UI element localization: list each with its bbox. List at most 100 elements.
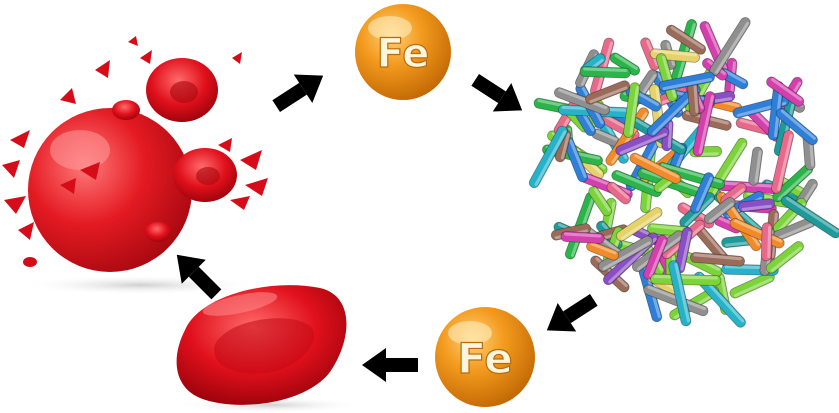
hemolysis-shadow <box>20 275 260 295</box>
small-blood-cell-dimple <box>196 167 220 185</box>
ferritin-helix-highlight <box>776 222 814 240</box>
iron-sphere-top-label: Fe <box>377 31 430 77</box>
ferritin-helix <box>690 172 715 214</box>
ferritin-helix-highlight <box>649 239 667 278</box>
ferritin-helix-highlight <box>780 109 816 140</box>
ferritin-helix-highlight <box>724 241 751 247</box>
ferritin-helix-highlight <box>680 231 692 271</box>
ferritin-helix <box>771 130 794 194</box>
ferritin-helix <box>738 198 775 213</box>
ferritin-helix-highlight <box>720 181 783 189</box>
ferritin-helix-highlight <box>809 136 815 167</box>
red-blood-cell-highlight <box>202 292 278 316</box>
ferritin-helix-highlight <box>674 263 691 323</box>
ferritin-helix <box>668 260 692 327</box>
ferritin-helix-highlight <box>693 84 699 113</box>
ferritin-helix-highlight <box>619 132 667 155</box>
ferritin-helix-highlight <box>611 183 630 199</box>
ferritin-helix-highlight <box>608 237 657 284</box>
ferritin-helix-highlight <box>741 204 772 211</box>
ferritin-helix <box>586 240 620 261</box>
iron-sphere-top: Fe <box>355 4 451 100</box>
ferritin-helix <box>766 76 805 107</box>
ferritin-helix-highlight <box>708 202 734 223</box>
ferritin-helix-highlight <box>615 171 660 192</box>
ferritin-helix-highlight <box>569 139 587 178</box>
ferritin-helix <box>585 80 631 105</box>
ferritin-helix-highlight <box>723 69 747 84</box>
ferritin-helix-highlight <box>607 201 616 231</box>
ferritin-helix-highlight <box>653 274 719 280</box>
ferritin-helix-highlight <box>777 169 812 201</box>
ferritin-helix <box>528 125 568 189</box>
ferritin-helix-highlight <box>558 88 608 110</box>
ferritin-helix <box>775 107 818 146</box>
ferritin-helix <box>693 271 746 328</box>
ferritin-helix-highlight <box>754 150 762 183</box>
ferritin-helix-highlight <box>620 212 661 240</box>
ferritin-helix-highlight <box>684 197 714 227</box>
ferritin-helix <box>703 197 736 225</box>
ferritin-helix-highlight <box>696 176 713 212</box>
ferritin-helix-highlight <box>590 242 617 255</box>
ferritin-helix-highlight <box>693 253 742 261</box>
ferritin-helix-highlight <box>564 232 602 238</box>
arrow-iron-to-ferritin <box>471 73 523 112</box>
ferritin-helix <box>780 195 839 239</box>
ferritin-protein-cage <box>528 17 839 328</box>
ferritin-helix <box>646 84 701 137</box>
ferritin-helix-highlight <box>670 26 704 49</box>
ferritin-helix-highlight <box>767 225 772 258</box>
ferritin-helix-highlight <box>634 154 680 179</box>
red-blood-cell-dimple <box>214 318 315 374</box>
ferritin-helix <box>606 181 632 205</box>
ferritin-helix <box>629 152 682 184</box>
ferritin-helix <box>616 207 663 242</box>
ferritin-helix-highlight <box>629 85 639 135</box>
ferritin-helix-highlight <box>652 89 699 135</box>
ferritin-helix-highlight <box>771 78 803 101</box>
ferritin-helix <box>643 234 668 280</box>
iron-sphere-bottom: Fe <box>435 307 535 407</box>
red-blood-cell <box>175 285 365 413</box>
ferritin-helix-highlight <box>595 129 618 141</box>
arrow-hemolysis-to-iron <box>272 74 324 113</box>
ferritin-helix <box>650 273 722 286</box>
iron-sphere-bottom-gloss <box>448 321 492 345</box>
ferritin-helix-highlight <box>715 21 750 74</box>
ferritin-helix <box>692 91 716 157</box>
arrow-iron-to-red-blood-cell <box>362 348 418 382</box>
ferritin-helix-highlight <box>734 277 773 298</box>
ferritin-helix-highlight <box>650 224 687 231</box>
ferritin-helix <box>665 24 707 55</box>
ferritin-helix <box>689 251 745 267</box>
ferritin-helix-highlight <box>653 49 697 57</box>
cycle-arrows <box>176 73 598 382</box>
ferritin-helix <box>760 222 773 262</box>
ferritin-helix <box>611 170 662 198</box>
ferritin-helix-highlight <box>667 122 673 148</box>
tiny-blood-cell <box>23 257 37 267</box>
ferritin-helix <box>658 71 715 92</box>
large-blood-cell <box>28 108 192 272</box>
ferritin-helix-highlight <box>662 78 713 91</box>
ferritin-helix-highlight <box>785 196 839 233</box>
hemolysis-illustration <box>2 36 268 295</box>
ferritin-helix <box>588 186 613 217</box>
ferritin-helix <box>560 231 605 244</box>
ferritin-helix <box>765 241 804 274</box>
ferritin-helix <box>553 87 610 116</box>
ferritin-helix-highlight <box>602 241 651 271</box>
tiny-blood-cell <box>112 100 140 120</box>
ferritin-helix <box>579 66 631 79</box>
arrow-red-blood-cell-to-hemolysis <box>176 254 222 300</box>
large-blood-cell-highlight <box>50 130 110 170</box>
ferritin-helix-highlight <box>589 86 628 104</box>
blood-fragments <box>2 36 268 240</box>
iron-sphere-top-gloss <box>368 16 412 40</box>
ferritin-helix-highlight <box>770 246 802 272</box>
arrow-ferritin-to-iron <box>546 293 598 332</box>
ferritin-helix <box>623 82 641 138</box>
ferritin-helix-highlight <box>614 54 638 70</box>
